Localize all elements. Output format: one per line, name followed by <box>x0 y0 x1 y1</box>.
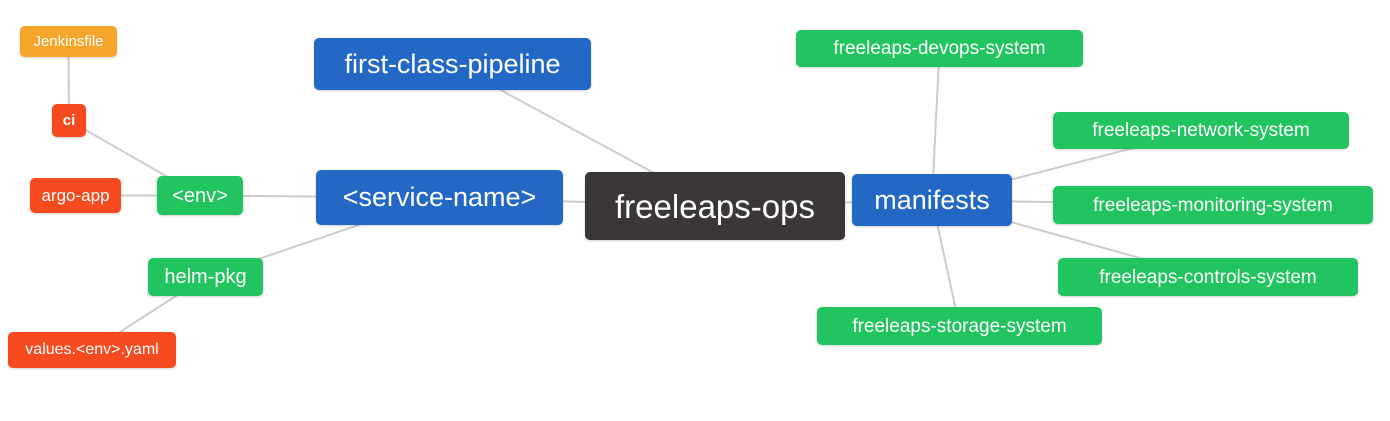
node-freeleaps-ops[interactable]: freeleaps-ops <box>585 172 845 240</box>
node-service-name[interactable]: <service-name> <box>316 170 563 225</box>
node-label-freeleaps-controls-system: freeleaps-controls-system <box>1099 266 1317 288</box>
node-label-service-name: <service-name> <box>342 182 537 212</box>
node-label-env: <env> <box>172 184 228 207</box>
node-ci[interactable]: ci <box>52 104 86 137</box>
node-jenkinsfile[interactable]: Jenkinsfile <box>20 26 117 57</box>
node-freeleaps-devops-system[interactable]: freeleaps-devops-system <box>796 30 1083 67</box>
node-freeleaps-monitoring-system[interactable]: freeleaps-monitoring-system <box>1053 186 1373 224</box>
node-env[interactable]: <env> <box>157 176 243 215</box>
node-freeleaps-controls-system[interactable]: freeleaps-controls-system <box>1058 258 1358 296</box>
node-label-jenkinsfile: Jenkinsfile <box>33 33 104 50</box>
node-label-freeleaps-monitoring-system: freeleaps-monitoring-system <box>1093 194 1333 216</box>
node-label-values-env-yaml: values.<env>.yaml <box>25 341 159 358</box>
node-first-class-pipeline[interactable]: first-class-pipeline <box>314 38 591 90</box>
node-label-ci: ci <box>62 112 76 129</box>
node-label-manifests: manifests <box>874 184 990 215</box>
node-helm-pkg[interactable]: helm-pkg <box>148 258 263 296</box>
node-values-env-yaml[interactable]: values.<env>.yaml <box>8 332 176 368</box>
node-argo-app[interactable]: argo-app <box>30 178 121 213</box>
node-freeleaps-network-system[interactable]: freeleaps-network-system <box>1053 112 1349 149</box>
node-label-freeleaps-network-system: freeleaps-network-system <box>1092 120 1310 141</box>
node-manifests[interactable]: manifests <box>852 174 1012 226</box>
node-label-argo-app: argo-app <box>41 186 110 205</box>
node-label-first-class-pipeline: first-class-pipeline <box>344 48 561 79</box>
node-label-freeleaps-storage-system: freeleaps-storage-system <box>852 315 1067 337</box>
node-label-helm-pkg: helm-pkg <box>164 266 247 288</box>
node-label-freeleaps-ops: freeleaps-ops <box>615 187 815 225</box>
node-label-freeleaps-devops-system: freeleaps-devops-system <box>833 38 1046 59</box>
node-freeleaps-storage-system[interactable]: freeleaps-storage-system <box>817 307 1102 345</box>
